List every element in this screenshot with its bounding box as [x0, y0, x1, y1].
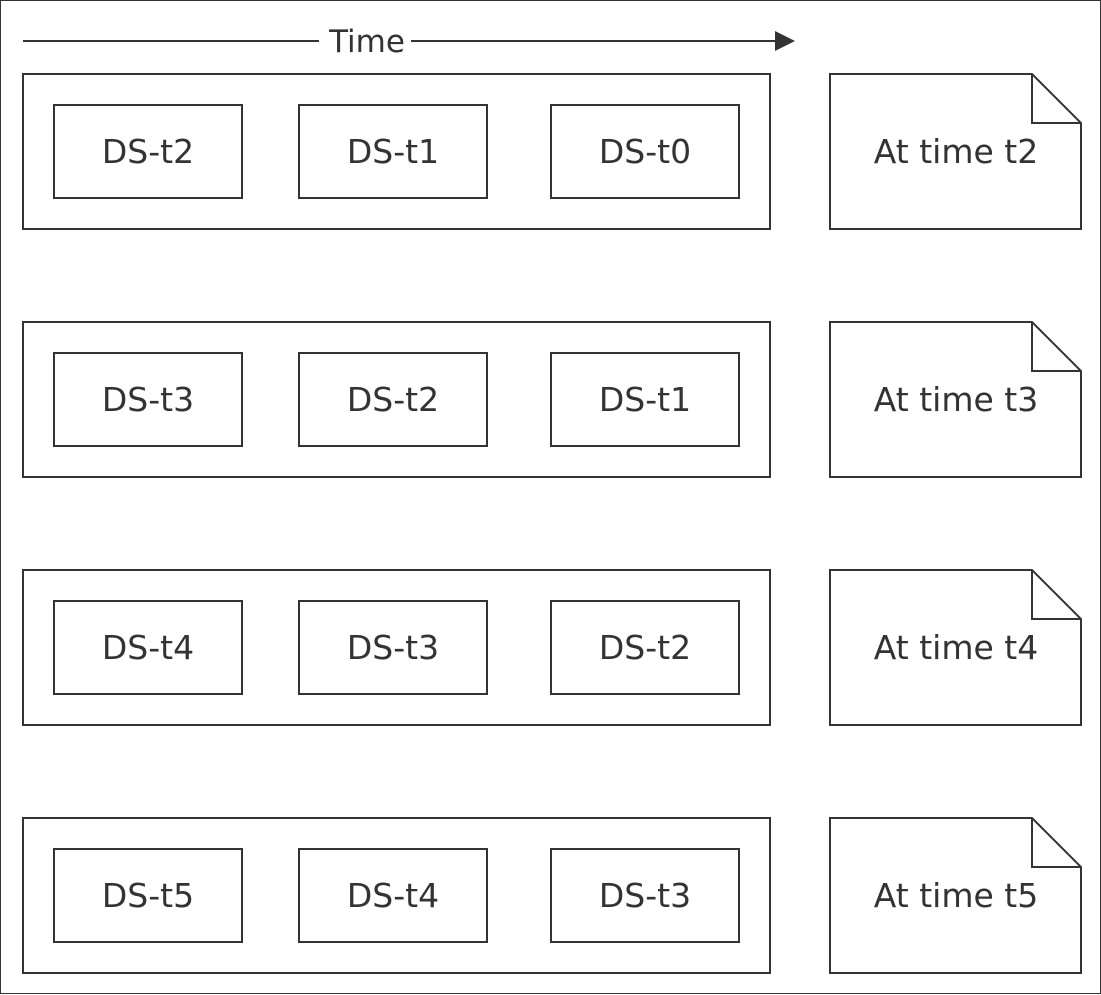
- window-container: [22, 569, 771, 726]
- note-label: At time t4: [874, 628, 1038, 667]
- window-container: [22, 817, 771, 974]
- dataset-box-label: DS-t3: [599, 876, 691, 915]
- dataset-box-label: DS-t2: [599, 628, 691, 667]
- dataset-box-label: DS-t3: [102, 380, 194, 419]
- time-axis-label: Time: [328, 24, 405, 60]
- dataset-box: [550, 352, 740, 447]
- dataset-box-label: DS-t1: [599, 380, 691, 419]
- dataset-box-label: DS-t1: [347, 132, 439, 171]
- window-container: [22, 73, 771, 230]
- note-shape: [829, 817, 1082, 974]
- dataset-box: [53, 600, 243, 695]
- note-shape: [829, 73, 1082, 230]
- row-t2: DS-t2 DS-t1 DS-t0 At time t2: [22, 73, 1082, 230]
- dataset-box: [550, 104, 740, 199]
- time-axis-arrowhead: [775, 31, 795, 51]
- dataset-box: [298, 352, 488, 447]
- note-shape: [829, 321, 1082, 478]
- dataset-box-label: DS-t4: [347, 876, 439, 915]
- dataset-box: [550, 848, 740, 943]
- dataset-box-label: DS-t2: [347, 380, 439, 419]
- dataset-box: [298, 104, 488, 199]
- window-container: [22, 321, 771, 478]
- dataset-box-label: DS-t5: [102, 876, 194, 915]
- row-t5: DS-t5 DS-t4 DS-t3 At time t5: [22, 817, 1082, 974]
- dataset-box: [298, 848, 488, 943]
- note-label: At time t3: [874, 380, 1038, 419]
- note-label: At time t5: [874, 876, 1038, 915]
- row-t3: DS-t3 DS-t2 DS-t1 At time t3: [22, 321, 1082, 478]
- dataset-box: [53, 104, 243, 199]
- dataset-box: [298, 600, 488, 695]
- dataset-box-label: DS-t2: [102, 132, 194, 171]
- dataset-box-label: DS-t4: [102, 628, 194, 667]
- time-axis: Time: [23, 24, 795, 60]
- dataset-box: [550, 600, 740, 695]
- note-shape: [829, 569, 1082, 726]
- dataset-box-label: DS-t0: [599, 132, 691, 171]
- dataset-box: [53, 352, 243, 447]
- dataset-box: [53, 848, 243, 943]
- note-label: At time t2: [874, 132, 1038, 171]
- dataset-box-label: DS-t3: [347, 628, 439, 667]
- row-t4: DS-t4 DS-t3 DS-t2 At time t4: [22, 569, 1082, 726]
